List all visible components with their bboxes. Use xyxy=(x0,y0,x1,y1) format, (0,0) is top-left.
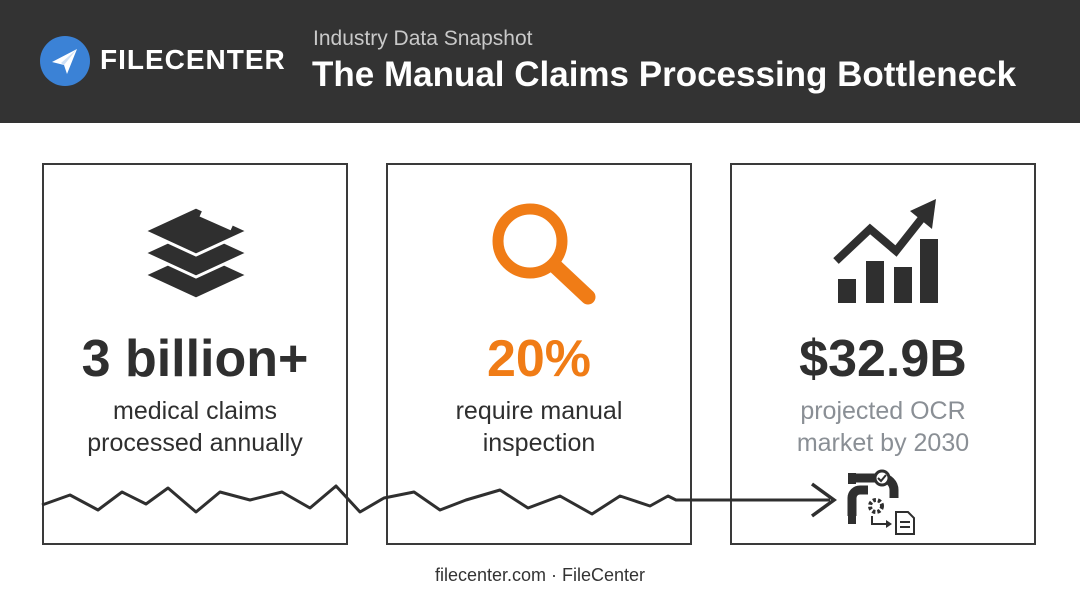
stat-value: 3 billion+ xyxy=(81,330,309,388)
description-line: require manual xyxy=(455,397,623,425)
footer-text: filecenter.com · FileCenter xyxy=(434,565,646,585)
stat-description: medical claims processed annually xyxy=(44,395,346,459)
description-line: inspection xyxy=(482,429,596,457)
description-line: processed annually xyxy=(87,429,303,457)
header-bar: FILECENTER Industry Data Snapshot The Ma… xyxy=(0,0,1080,123)
description-line: projected OCR xyxy=(800,397,966,425)
description-line: medical claims xyxy=(113,397,277,425)
filecenter-logo-icon xyxy=(40,36,90,86)
layers-stack-icon xyxy=(140,205,252,301)
stat-card-ocr-market: $32.9B projected OCR market by 2030 xyxy=(730,163,1036,545)
stat-description: require manual inspection xyxy=(388,395,690,459)
stat-card-claims: 3 billion+ medical claims processed annu… xyxy=(42,163,348,545)
description-line: market by 2030 xyxy=(796,429,970,457)
stat-description: projected OCR market by 2030 xyxy=(732,395,1034,459)
magnifying-glass-icon xyxy=(492,203,596,305)
page-title: The Manual Claims Processing Bottleneck xyxy=(312,55,1017,94)
stat-value: 20% xyxy=(486,330,592,388)
brand-name: FILECENTER xyxy=(100,44,286,75)
eyebrow-text: Industry Data Snapshot xyxy=(313,27,533,50)
bar-chart-trend-icon xyxy=(833,199,938,303)
stat-card-manual-inspection: 20% require manual inspection xyxy=(386,163,692,545)
stat-value: $32.9B xyxy=(799,330,967,388)
pipeline-gear-document-icon xyxy=(847,469,915,535)
